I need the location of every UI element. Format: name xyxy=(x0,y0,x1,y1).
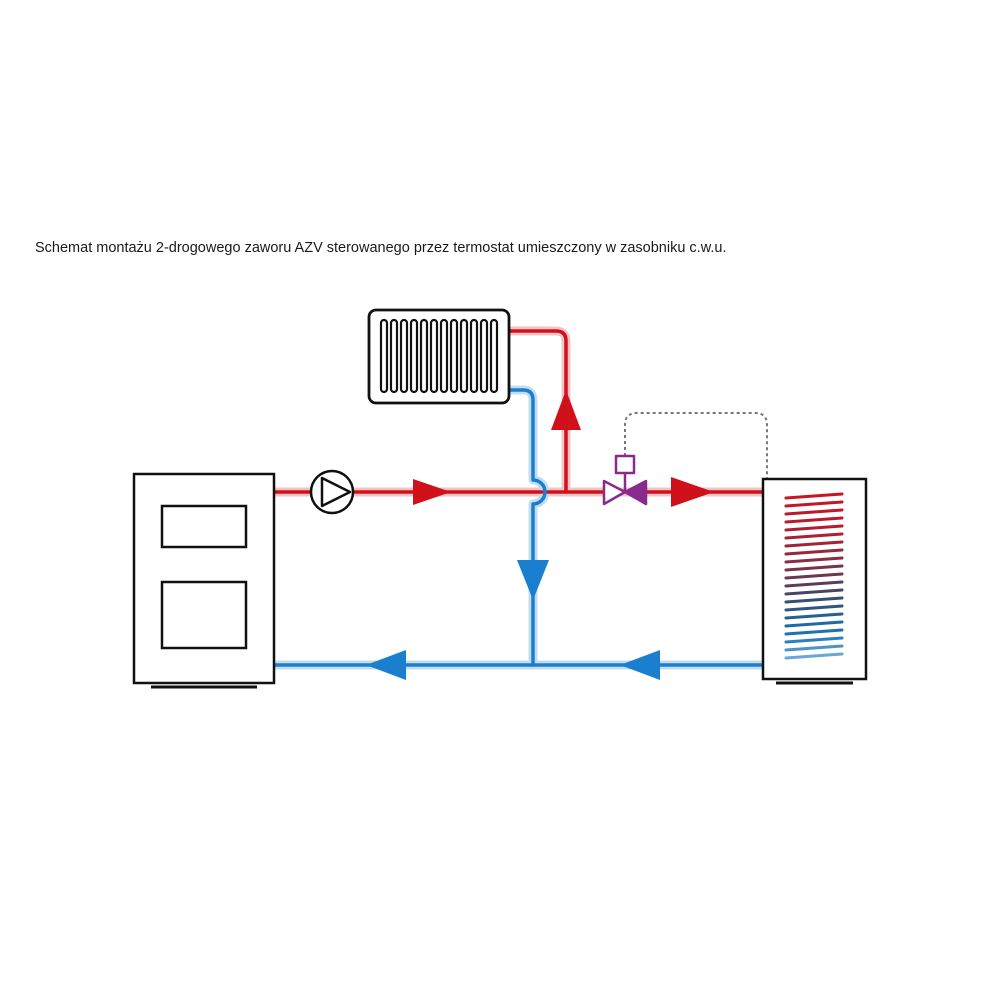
cold-radiator-return-pipe xyxy=(507,388,547,667)
circulation-pump xyxy=(309,469,355,515)
boiler-lower-door xyxy=(160,580,248,650)
hot-flow-arrow-2 xyxy=(671,477,714,507)
thermostat-control-line xyxy=(624,412,768,478)
radiator-body xyxy=(367,308,511,405)
hot-water-tank xyxy=(761,477,868,685)
pipes xyxy=(272,329,834,667)
cold-flow-arrow-2 xyxy=(620,650,660,680)
pump-direction-icon xyxy=(320,476,352,508)
zone-valve xyxy=(602,454,648,506)
radiator-fins xyxy=(379,318,499,394)
cold-flow-arrow-1 xyxy=(366,650,406,680)
tank-coil xyxy=(784,492,844,660)
valve-right-cone xyxy=(623,479,648,506)
cold-radiator-return-halo xyxy=(504,385,550,670)
diagram-caption: Schemat montażu 2-drogowego zaworu AZV s… xyxy=(35,240,727,256)
hot-riser-pipe xyxy=(507,329,568,494)
boiler-upper-door xyxy=(160,504,248,549)
boiler xyxy=(132,472,276,689)
hot-flow-arrow-1 xyxy=(413,479,451,505)
hot-flow-arrow-up xyxy=(551,390,581,430)
flow-arrows xyxy=(366,390,714,680)
cold-flow-arrow-down xyxy=(517,560,549,600)
valve-left-cone xyxy=(602,479,627,506)
pipe-halos xyxy=(269,326,837,670)
radiator xyxy=(367,308,511,405)
valve-actuator xyxy=(614,454,636,475)
